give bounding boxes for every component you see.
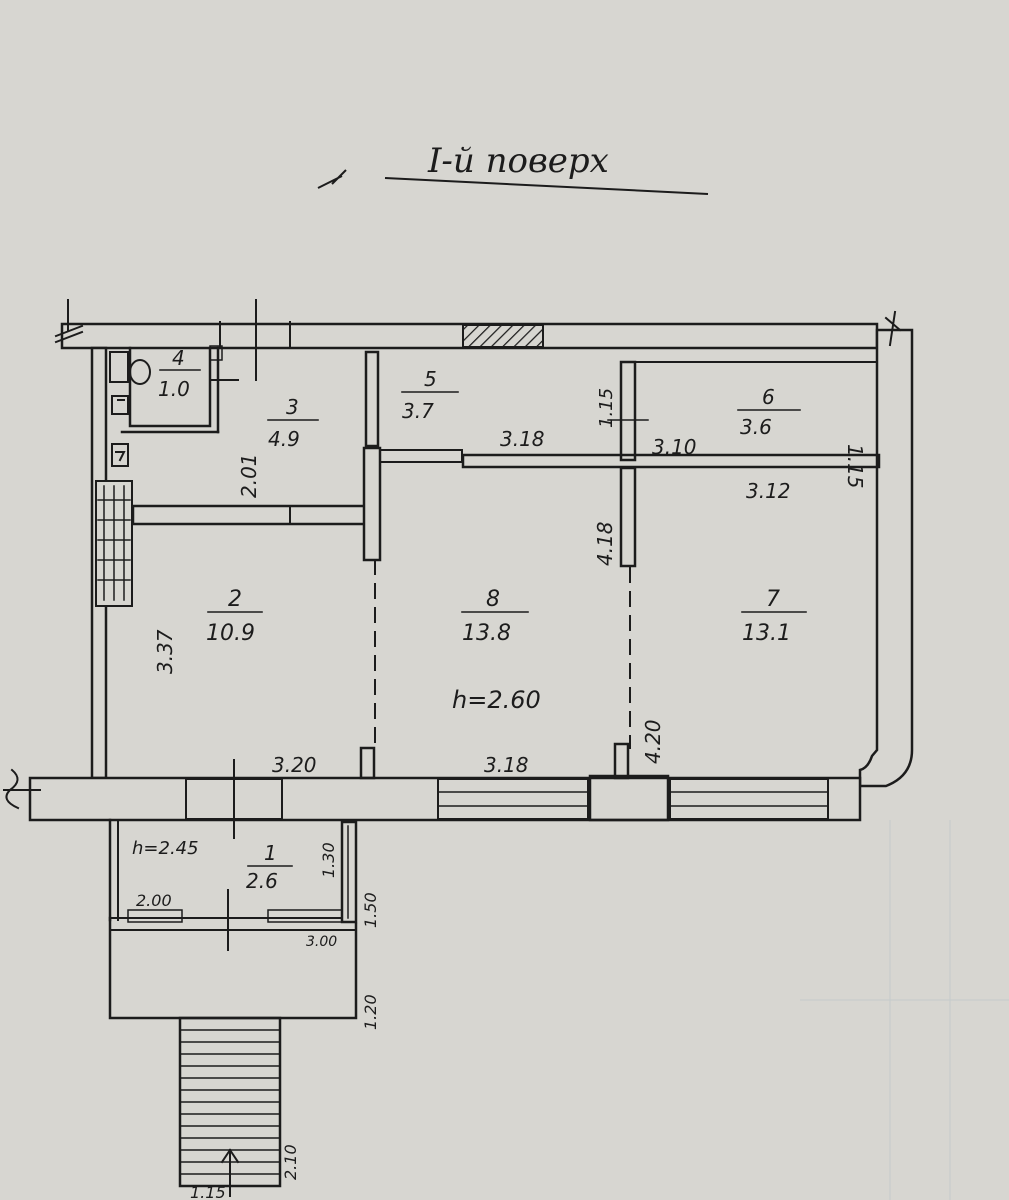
dim-label: 1.50 xyxy=(361,892,380,928)
dim-label: 1.15 xyxy=(596,388,617,428)
dim-label: 1.30 xyxy=(319,842,338,878)
sink-icon xyxy=(111,395,129,415)
porch xyxy=(108,818,358,1197)
room-area: 3.6 xyxy=(740,415,772,439)
title-block: I-й поверх xyxy=(317,141,709,195)
interior-walls xyxy=(120,345,881,780)
dim-label: 3.37 xyxy=(153,629,177,674)
window-room8 xyxy=(437,778,589,820)
dim-label: 3.00 xyxy=(306,934,337,950)
room-area: 13.8 xyxy=(462,621,511,646)
dim-label: 2.10 xyxy=(281,1144,300,1180)
room-area: 2.6 xyxy=(246,869,278,893)
room-area: 1.0 xyxy=(158,377,190,401)
floor-title: I-й поверх xyxy=(427,141,609,181)
window-room7 xyxy=(669,778,829,820)
room-number: 2 xyxy=(228,587,242,612)
dim-label: 2.00 xyxy=(136,891,172,910)
room-area: 3.7 xyxy=(402,399,434,423)
dim-label: 3.10 xyxy=(652,435,697,459)
room-number: 1 xyxy=(264,841,277,865)
dim-label: 1.15 xyxy=(843,444,867,489)
left-exterior-wall xyxy=(90,346,133,780)
room-number: 5 xyxy=(424,367,437,391)
floor-plan xyxy=(3,299,914,1197)
room-label-bars xyxy=(159,369,807,867)
toilet-bowl-icon xyxy=(129,359,151,385)
room-area: 4.9 xyxy=(268,427,300,451)
room-number: 8 xyxy=(486,587,500,612)
stair-arrow-icon xyxy=(220,1148,240,1197)
dim-label: 2.01 xyxy=(237,453,261,498)
chimney xyxy=(462,324,544,348)
dimension-labels: 3.18 3.10 3.12 1.15 1.15 2.01 4.18 3.37 … xyxy=(136,388,867,1200)
top-exterior-wall xyxy=(54,299,879,381)
bottom-exterior-wall xyxy=(3,759,862,839)
room-labels: 4 1.0 3 4.9 5 3.7 6 3.6 2 10.9 8 13.8 7 … xyxy=(132,346,791,893)
room-number: 4 xyxy=(172,346,185,370)
ceiling-height-porch: h=2.45 xyxy=(132,838,199,859)
heater-icon xyxy=(111,443,129,467)
dim-label: 4.20 xyxy=(641,719,665,764)
paper-grid xyxy=(800,820,1009,1200)
dim-label: 1.20 xyxy=(361,994,380,1030)
dim-label: 3.18 xyxy=(484,753,529,777)
dim-label: 3.12 xyxy=(746,479,791,503)
room-number: 6 xyxy=(762,385,775,409)
room-area: 13.1 xyxy=(742,621,791,646)
room-area: 10.9 xyxy=(206,621,255,646)
toilet-fixtures xyxy=(109,351,151,467)
dim-label: 1.15 xyxy=(190,1183,226,1200)
dim-label: 3.20 xyxy=(272,753,317,777)
dim-label: 3.18 xyxy=(500,427,545,451)
ceiling-height-main: h=2.60 xyxy=(452,686,541,714)
room-number: 3 xyxy=(286,395,299,419)
dim-label: 4.18 xyxy=(593,521,617,566)
room-number: 7 xyxy=(766,587,780,612)
